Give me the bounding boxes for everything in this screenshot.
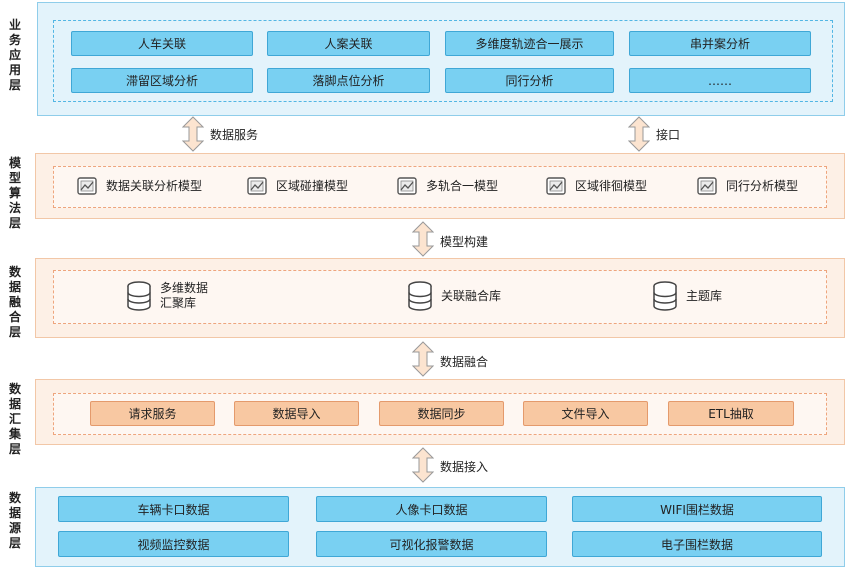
database-icon	[407, 281, 433, 311]
fusion-item-theme[interactable]: 主题库	[652, 281, 722, 311]
app-item-more[interactable]: ……	[629, 68, 811, 93]
model-item-label: 数据关联分析模型	[106, 178, 203, 193]
double-arrow-icon	[412, 221, 434, 257]
collect-item-import[interactable]: 数据导入	[234, 401, 359, 426]
app-item-stay-area[interactable]: 滞留区域分析	[71, 68, 253, 93]
app-item-multi-track[interactable]: 多维度轨迹合一展示	[445, 31, 614, 56]
model-item-label: 区域碰撞模型	[276, 178, 349, 193]
model-item-area-collision[interactable]: 区域碰撞模型	[246, 175, 348, 197]
app-layer-inner	[53, 20, 833, 102]
database-icon	[652, 281, 678, 311]
double-arrow-icon	[412, 447, 434, 483]
source-item-e-fence[interactable]: 电子围栏数据	[572, 531, 822, 557]
app-item-companion[interactable]: 同行分析	[445, 68, 614, 93]
collect-item-sync[interactable]: 数据同步	[379, 401, 504, 426]
arrow-label-data-fusion: 数据融合	[440, 355, 489, 369]
collect-item-file-import[interactable]: 文件导入	[523, 401, 648, 426]
model-item-label: 多轨合一模型	[426, 178, 499, 193]
app-item-person-vehicle[interactable]: 人车关联	[71, 31, 253, 56]
fusion-item-label: 多维数据汇聚库	[160, 281, 209, 310]
double-arrow-icon	[182, 116, 204, 152]
app-item-serial-case[interactable]: 串并案分析	[629, 31, 811, 56]
collect-item-etl[interactable]: ETL抽取	[668, 401, 794, 426]
layer-label-model: 模型算法层	[8, 156, 21, 230]
model-item-multi-track[interactable]: 多轨合一模型	[396, 175, 498, 197]
double-arrow-icon	[412, 341, 434, 377]
source-item-video[interactable]: 视频监控数据	[58, 531, 289, 557]
model-item-label: 同行分析模型	[726, 178, 799, 193]
chart-box-icon	[545, 175, 567, 197]
fusion-item-label: 主题库	[686, 288, 723, 303]
layer-label-source: 数据源层	[8, 491, 21, 550]
layer-label-collect: 数据汇集层	[8, 382, 21, 456]
chart-box-icon	[246, 175, 268, 197]
arrow-label-interface: 接口	[656, 128, 681, 142]
fusion-item-label: 关联融合库	[441, 288, 502, 303]
database-icon	[126, 281, 152, 311]
arrow-label-data-service: 数据服务	[210, 128, 259, 142]
app-item-person-case[interactable]: 人案关联	[267, 31, 430, 56]
fusion-item-association[interactable]: 关联融合库	[407, 281, 501, 311]
double-arrow-icon	[628, 116, 650, 152]
app-item-foothold[interactable]: 落脚点位分析	[267, 68, 430, 93]
layer-label-fusion: 数据融合层	[8, 265, 21, 339]
arrow-label-model-build: 模型构建	[440, 235, 489, 249]
source-item-vehicle-gate[interactable]: 车辆卡口数据	[58, 496, 289, 522]
fusion-layer-inner	[53, 270, 827, 324]
model-item-area-loiter[interactable]: 区域徘徊模型	[545, 175, 647, 197]
source-item-visual-alarm[interactable]: 可视化报警数据	[316, 531, 547, 557]
chart-box-icon	[396, 175, 418, 197]
arrow-label-data-access: 数据接入	[440, 460, 489, 474]
source-item-wifi-fence[interactable]: WIFI围栏数据	[572, 496, 822, 522]
model-item-association[interactable]: 数据关联分析模型	[76, 175, 202, 197]
model-item-companion[interactable]: 同行分析模型	[696, 175, 798, 197]
chart-box-icon	[696, 175, 718, 197]
fusion-item-multi-dim[interactable]: 多维数据汇聚库	[126, 281, 216, 311]
layer-label-app: 业务应用层	[8, 18, 21, 92]
model-item-label: 区域徘徊模型	[575, 178, 648, 193]
source-item-face-gate[interactable]: 人像卡口数据	[316, 496, 547, 522]
collect-item-request[interactable]: 请求服务	[90, 401, 215, 426]
app-layer-panel	[37, 2, 845, 116]
chart-box-icon	[76, 175, 98, 197]
fusion-layer-panel	[35, 258, 845, 338]
